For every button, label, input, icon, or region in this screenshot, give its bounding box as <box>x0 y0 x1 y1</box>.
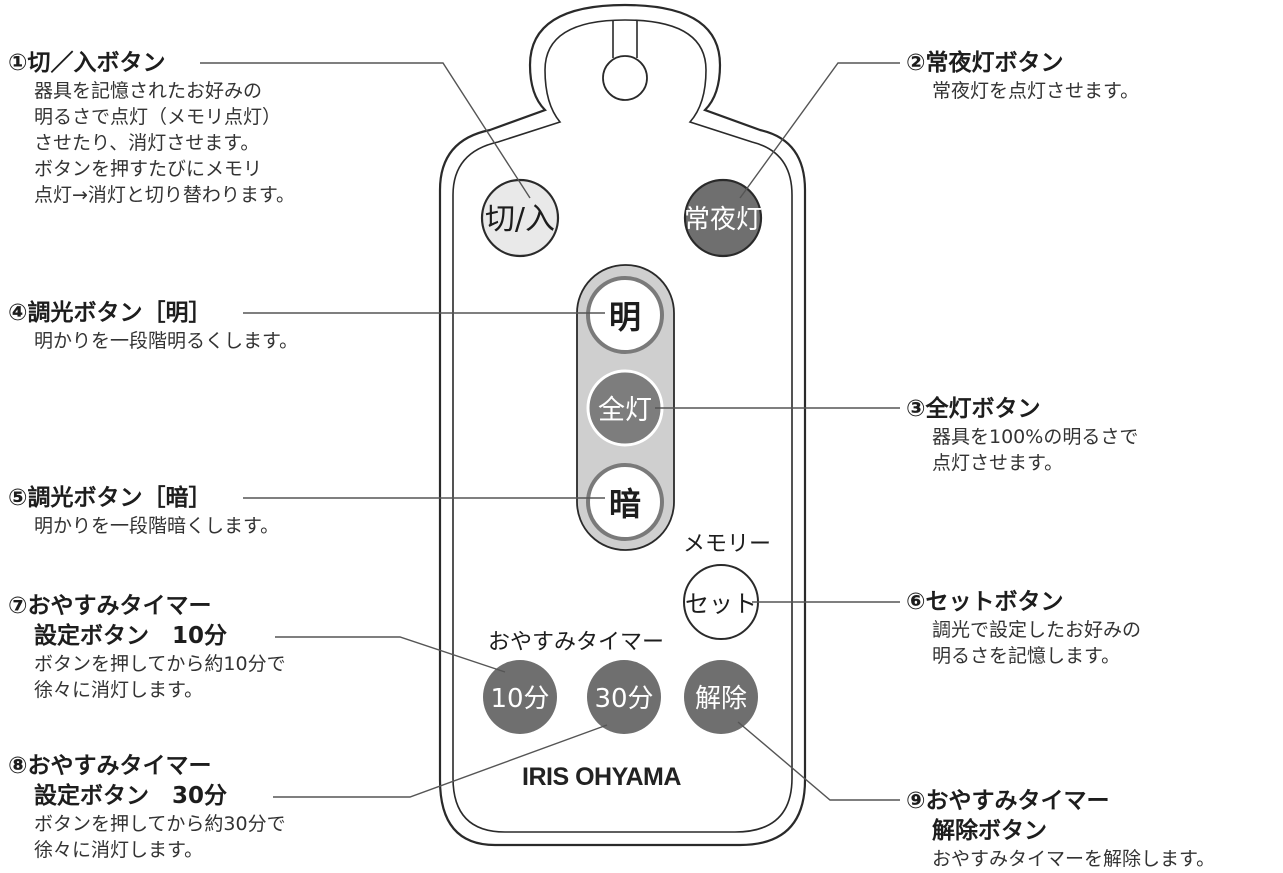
full-light-button[interactable]: 全灯 <box>586 369 664 447</box>
annotation-night-light-title: ②常夜灯ボタン <box>906 50 1064 76</box>
annotation-timer-cancel: ⑨おやすみタイマー 解除ボタン おやすみタイマーを解除します。 <box>906 786 1215 872</box>
timer-10-button-label: 10分 <box>490 684 549 714</box>
leader-line-7 <box>275 636 506 673</box>
annotation-set-title: ⑥セットボタン <box>906 589 1064 615</box>
timer-label: おやすみタイマー <box>488 630 665 655</box>
annotation-power-desc-4: ボタンを押すたびにメモリ <box>34 158 263 180</box>
annotation-dark: ⑤調光ボタン［暗］ 明かりを一段階暗くします。 <box>8 483 279 539</box>
annotation-timer-10-desc-1: ボタンを押してから約10分で <box>34 653 286 675</box>
annotation-timer-cancel-title2: 解除ボタン <box>932 818 1047 844</box>
brand-logo: IRIS OHYAMA <box>522 763 681 791</box>
power-button-label: 切/入 <box>485 202 555 237</box>
annotation-set-desc-1: 調光で設定したお好みの <box>932 619 1142 641</box>
annotation-full-light-desc-2: 点灯させます。 <box>932 452 1064 474</box>
annotation-timer-30: ⑧おやすみタイマー 設定ボタン 30分 ボタンを押してから約30分で 徐々に消灯… <box>8 751 286 863</box>
annotation-timer-30-title2: 設定ボタン 30分 <box>34 783 228 809</box>
night-light-button[interactable]: 常夜灯 <box>683 178 763 258</box>
power-button[interactable]: 切/入 <box>480 178 560 258</box>
dark-button[interactable]: 暗 <box>586 463 664 541</box>
leader-line-1 <box>200 62 531 199</box>
hang-slot <box>612 20 638 58</box>
annotation-bright-title: ④調光ボタン［明］ <box>8 300 212 326</box>
annotation-bright: ④調光ボタン［明］ 明かりを一段階明るくします。 <box>8 298 298 354</box>
timer-30-button-label: 30分 <box>594 684 653 714</box>
annotation-dark-desc-1: 明かりを一段階暗くします。 <box>34 515 280 537</box>
bright-button-label: 明 <box>609 298 641 336</box>
annotation-timer-10: ⑦おやすみタイマー 設定ボタン 10分 ボタンを押してから約10分で 徐々に消灯… <box>8 591 286 703</box>
timer-10-button[interactable]: 10分 <box>483 660 557 734</box>
annotation-night-light-desc-1: 常夜灯を点灯させます。 <box>932 80 1140 102</box>
bright-button[interactable]: 明 <box>586 276 664 354</box>
annotation-full-light-desc-1: 器具を100%の明るさで <box>932 426 1139 448</box>
annotation-timer-cancel-title: ⑨おやすみタイマー <box>906 788 1110 814</box>
leader-line-9 <box>737 721 900 801</box>
annotation-set-desc-2: 明るさを記憶します。 <box>932 645 1121 667</box>
annotation-dark-title: ⑤調光ボタン［暗］ <box>8 485 212 511</box>
annotation-timer-10-title: ⑦おやすみタイマー <box>8 593 212 619</box>
annotation-power-desc-3: させたり、消灯させます。 <box>34 132 260 154</box>
annotation-power-desc-1: 器具を記憶されたお好みの <box>34 80 263 102</box>
leader-line-8 <box>273 724 608 798</box>
full-light-button-label: 全灯 <box>598 395 652 426</box>
annotation-timer-30-desc-2: 徐々に消灯します。 <box>34 839 204 861</box>
night-light-button-label: 常夜灯 <box>684 205 762 235</box>
annotation-set: ⑥セットボタン 調光で設定したお好みの 明るさを記憶します。 <box>906 587 1141 669</box>
annotation-full-light: ③全灯ボタン 器具を100%の明るさで 点灯させます。 <box>906 394 1138 476</box>
leader-line-2 <box>739 62 900 199</box>
dark-button-label: 暗 <box>609 485 641 523</box>
set-button[interactable]: セット <box>683 564 759 640</box>
annotation-bright-desc-1: 明かりを一段階明るくします。 <box>34 330 299 352</box>
annotation-power-desc-5: 点灯→消灯と切り替わります。 <box>34 184 296 206</box>
annotation-timer-30-desc-1: ボタンを押してから約30分で <box>34 813 286 835</box>
annotation-night-light: ②常夜灯ボタン 常夜灯を点灯させます。 <box>906 48 1139 104</box>
timer-30-button[interactable]: 30分 <box>587 660 661 734</box>
annotation-power-desc-2: 明るさで点灯（メモリ点灯） <box>34 106 282 128</box>
hang-hole <box>602 55 648 101</box>
annotation-full-light-title: ③全灯ボタン <box>906 396 1041 422</box>
annotation-power: ①切／入ボタン 器具を記憶されたお好みの 明るさで点灯（メモリ点灯） させたり、… <box>8 48 295 208</box>
annotation-timer-cancel-desc-1: おやすみタイマーを解除します。 <box>932 848 1216 870</box>
timer-cancel-button[interactable]: 解除 <box>684 660 758 734</box>
annotation-timer-30-title: ⑧おやすみタイマー <box>8 753 212 779</box>
annotation-power-title: ①切／入ボタン <box>8 50 166 76</box>
annotation-timer-10-desc-2: 徐々に消灯します。 <box>34 679 204 701</box>
annotation-timer-10-title2: 設定ボタン 10分 <box>34 623 228 649</box>
set-button-label: セット <box>685 590 757 618</box>
timer-cancel-button-label: 解除 <box>695 684 747 714</box>
memory-label: メモリー <box>683 532 772 557</box>
